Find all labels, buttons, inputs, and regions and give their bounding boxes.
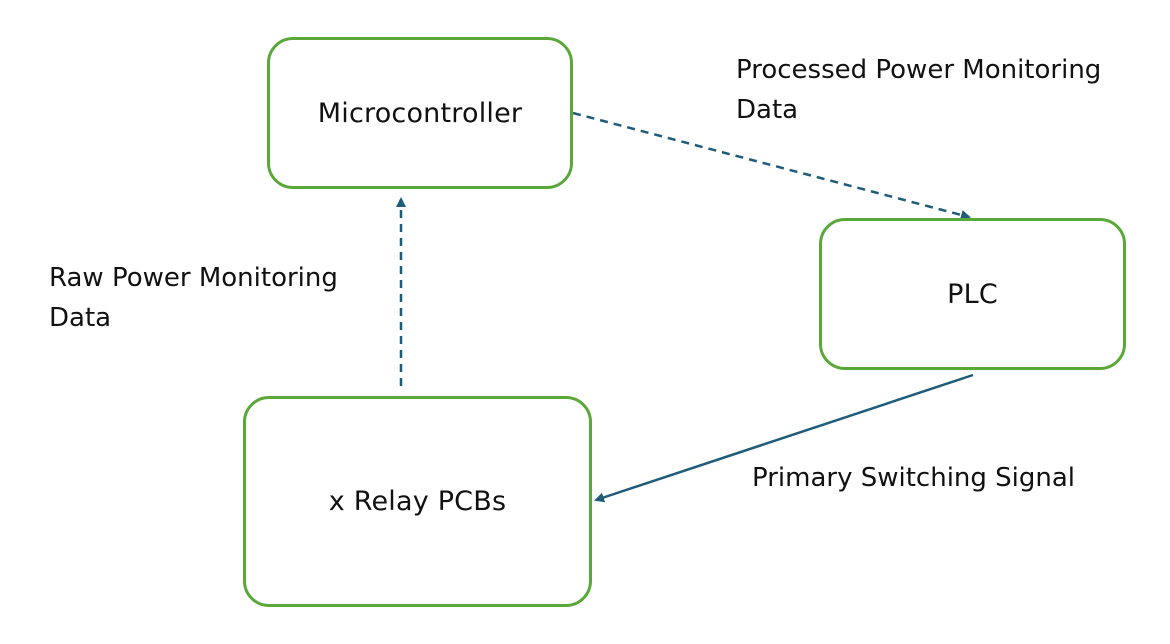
processed-data-label: Processed Power Monitoring Data bbox=[736, 50, 1101, 130]
processed-data-label-line1: Processed Power Monitoring bbox=[736, 55, 1102, 85]
relay-pcbs-node: x Relay PCBs bbox=[243, 396, 592, 607]
switching-signal-label: Primary Switching Signal bbox=[752, 463, 1076, 493]
relay-pcbs-label: x Relay PCBs bbox=[328, 486, 507, 517]
plc-node: PLC bbox=[819, 218, 1126, 370]
microcontroller-label: Microcontroller bbox=[317, 97, 523, 129]
plc-label: PLC bbox=[947, 278, 998, 310]
raw-data-label: Raw Power Monitoring Data bbox=[49, 258, 338, 338]
processed-data-label-line2: Data bbox=[736, 95, 799, 125]
microcontroller-node: Microcontroller bbox=[267, 37, 573, 189]
raw-data-label-line2: Data bbox=[49, 303, 112, 333]
arrow-microcontroller-to-plc bbox=[572, 111, 971, 220]
raw-data-label-line1: Raw Power Monitoring bbox=[49, 263, 338, 293]
arrow-plc-to-relay bbox=[594, 373, 974, 503]
